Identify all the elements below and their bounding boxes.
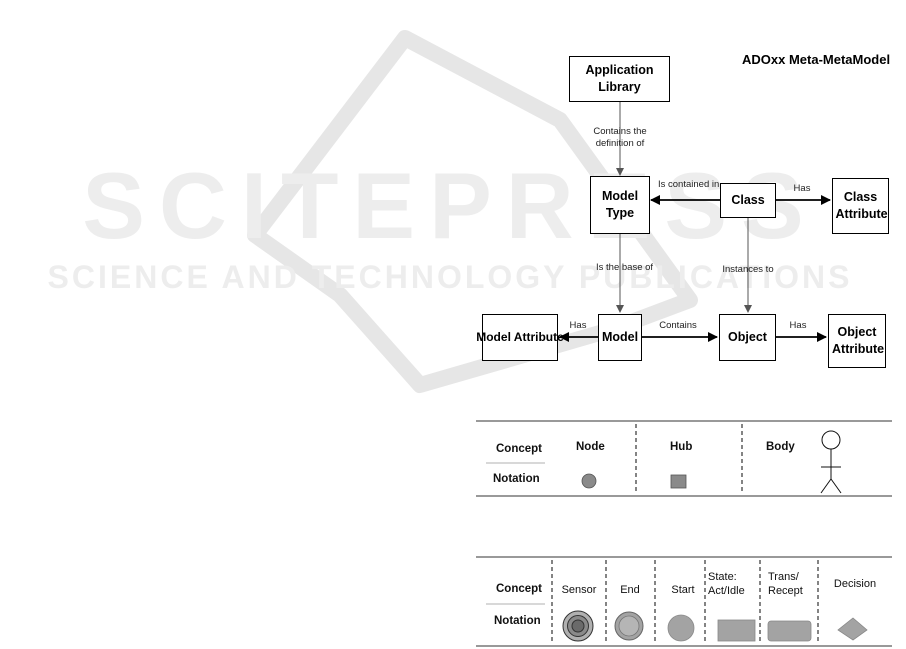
legend-2-col-sensor: Sensor — [561, 584, 597, 596]
legend-1-col-hub: Hub — [670, 441, 693, 453]
body-stick-figure-icon — [820, 430, 842, 494]
node-label: Class — [731, 193, 765, 208]
decision-diamond-icon — [837, 617, 868, 641]
start-circle-icon — [667, 614, 695, 642]
node-label: Model Type — [601, 189, 639, 220]
legend-2-col-state-line: Act/Idle — [708, 585, 745, 598]
node-model-type: Model Type — [590, 176, 650, 234]
edge-label-object-has: Has — [789, 320, 807, 331]
legend-1 — [476, 420, 892, 497]
legend-2 — [476, 556, 892, 647]
legend-2-concept-label: Concept — [496, 583, 542, 595]
legend-2-col-start: Start — [671, 584, 695, 596]
legend-2-notation-label: Notation — [494, 615, 541, 627]
node-label: Model Attribute — [476, 330, 564, 345]
legend-2-col-state-line: State: — [708, 571, 737, 583]
hub-square-icon — [670, 474, 687, 489]
node-model: Model — [598, 314, 642, 361]
legend-2-col-decision: Decision — [833, 578, 877, 590]
edge-label-is-contained-in: Is contained in — [658, 179, 720, 190]
node-object: Object — [719, 314, 776, 361]
edge-label-line: definition of — [595, 138, 645, 150]
end-circle-icon — [614, 611, 644, 641]
legend-2-col-state: State: Act/Idle — [708, 570, 752, 599]
edge-label-is-base-of: Is the base of — [596, 262, 654, 273]
watermark-subtitle: SCIENCE AND TECHNOLOGY PUBLICATIONS — [48, 259, 853, 295]
edge-label-contains-definition: Contains the definition of — [588, 126, 652, 151]
node-label: Application Library — [585, 63, 654, 94]
legend-1-col-node: Node — [576, 441, 605, 453]
edge-label-contains: Contains — [659, 320, 697, 331]
legend-2-col-trans: Trans/ Recept — [768, 570, 812, 599]
diagram-title: ADOxx Meta-MetaModel — [742, 52, 891, 67]
node-label: Object — [728, 330, 767, 345]
edge-label-instances-to: Instances to — [722, 264, 774, 275]
node-model-attribute: Model Attribute — [476, 314, 564, 361]
watermark-book-shape — [247, 30, 698, 393]
node-class: Class — [720, 183, 776, 218]
legend-1-col-body: Body — [766, 441, 795, 453]
legend-1-notation-label: Notation — [493, 473, 540, 485]
trans-rounded-rectangle-icon — [767, 620, 812, 642]
node-application-library: Application Library — [569, 56, 670, 102]
node-label: Model — [601, 330, 639, 345]
node-object-attribute: Object Attribute — [828, 314, 886, 368]
legend-1-concept-label: Concept — [496, 443, 542, 455]
edge-label-model-has: Has — [569, 320, 587, 331]
node-circle-icon — [581, 473, 597, 489]
legend-2-col-trans-line: Recept — [768, 585, 803, 598]
legend-2-col-end: End — [620, 584, 640, 596]
node-class-attribute: Class Attribute — [832, 178, 889, 234]
edge-label-line: Contains the — [593, 126, 647, 137]
sensor-concentric-icon — [562, 610, 594, 642]
legend-2-col-trans-line: Trans/ — [768, 571, 799, 583]
node-label: Class Attribute — [835, 190, 888, 221]
watermark-title: SCITEPRESS — [82, 153, 818, 258]
edge-label-class-has: Has — [793, 183, 811, 194]
state-rectangle-icon — [717, 619, 756, 642]
node-label: Object Attribute — [832, 325, 885, 356]
